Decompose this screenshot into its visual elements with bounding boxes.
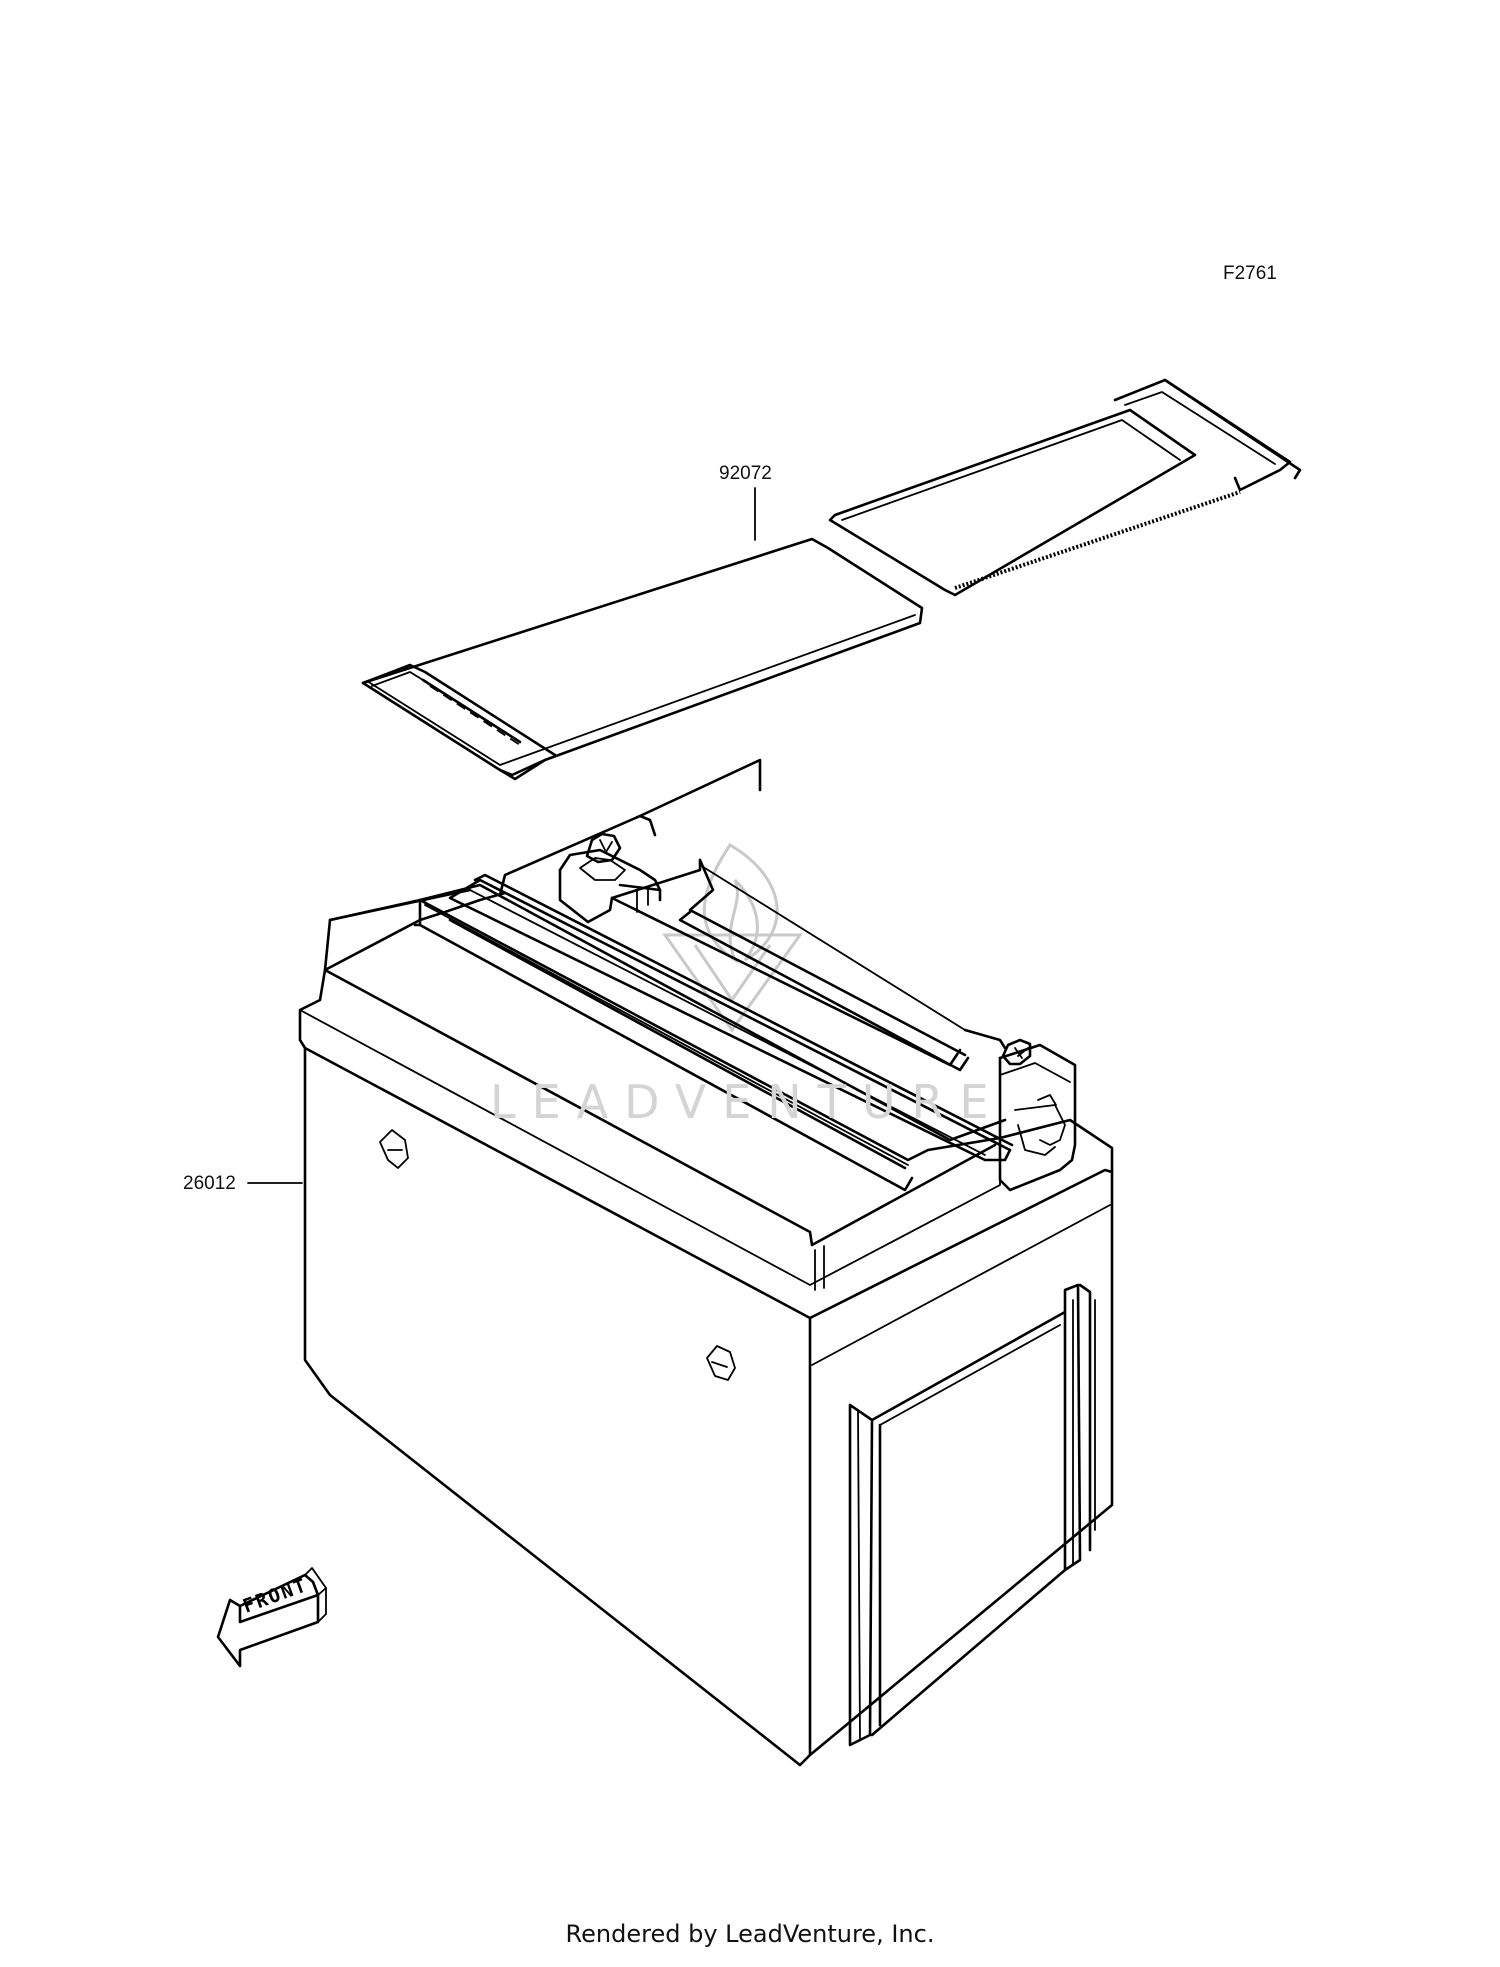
part-26012-battery xyxy=(298,758,1114,1767)
callout-26012[interactable]: 26012 xyxy=(183,1173,236,1194)
front-arrow-icon xyxy=(216,1567,327,1668)
watermark-logo xyxy=(662,842,803,1033)
callout-92072[interactable]: 92072 xyxy=(719,463,772,484)
part-92072-battery-pad xyxy=(361,378,1302,781)
footer-credit: Rendered by LeadVenture, Inc. xyxy=(565,1920,935,1948)
watermark-text: LEADVENTURE xyxy=(490,1075,1005,1129)
diagram-id-label: F2761 xyxy=(1223,263,1277,284)
